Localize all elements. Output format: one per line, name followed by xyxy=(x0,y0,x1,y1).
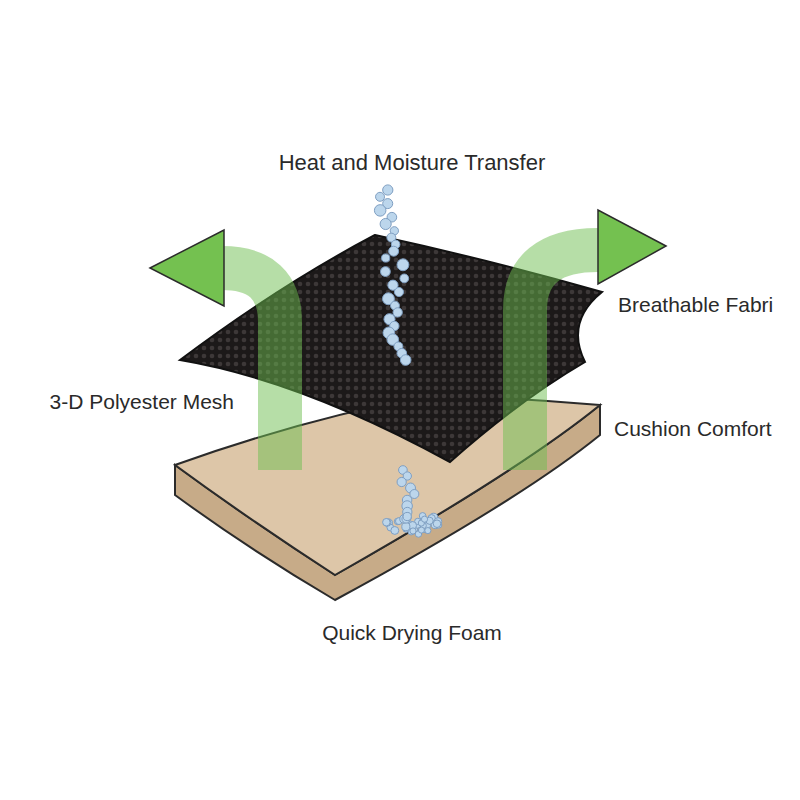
droplet xyxy=(383,185,393,195)
part-label: Heat and Moisture Transfer xyxy=(279,150,546,176)
droplet xyxy=(418,527,424,533)
droplet xyxy=(391,527,399,535)
droplet xyxy=(394,287,403,296)
airflow-head xyxy=(598,210,666,284)
droplet xyxy=(421,516,427,522)
droplet xyxy=(389,246,399,256)
droplet xyxy=(376,192,385,201)
part-label: 3-D Polyester Mesh xyxy=(50,389,234,414)
droplet xyxy=(383,518,391,526)
droplet xyxy=(400,274,409,283)
droplet xyxy=(381,267,391,277)
droplet xyxy=(425,528,431,534)
droplet xyxy=(433,520,441,528)
part-label: Cushion Comfort xyxy=(614,416,772,441)
airflow-head xyxy=(150,230,224,306)
droplet xyxy=(380,218,391,229)
droplet xyxy=(403,512,411,520)
droplet xyxy=(400,355,411,366)
droplet xyxy=(382,254,390,262)
airflow-shaft xyxy=(222,268,280,470)
droplet xyxy=(393,308,402,317)
droplet xyxy=(397,477,406,486)
droplet xyxy=(402,523,410,531)
droplet xyxy=(397,259,409,271)
part-label: Breathable Fabri xyxy=(618,292,773,317)
droplet xyxy=(374,205,386,217)
part-label: Quick Drying Foam xyxy=(322,620,502,645)
moisture-droplets xyxy=(374,185,441,537)
droplet xyxy=(410,528,416,534)
airflow-shaft xyxy=(525,250,598,470)
